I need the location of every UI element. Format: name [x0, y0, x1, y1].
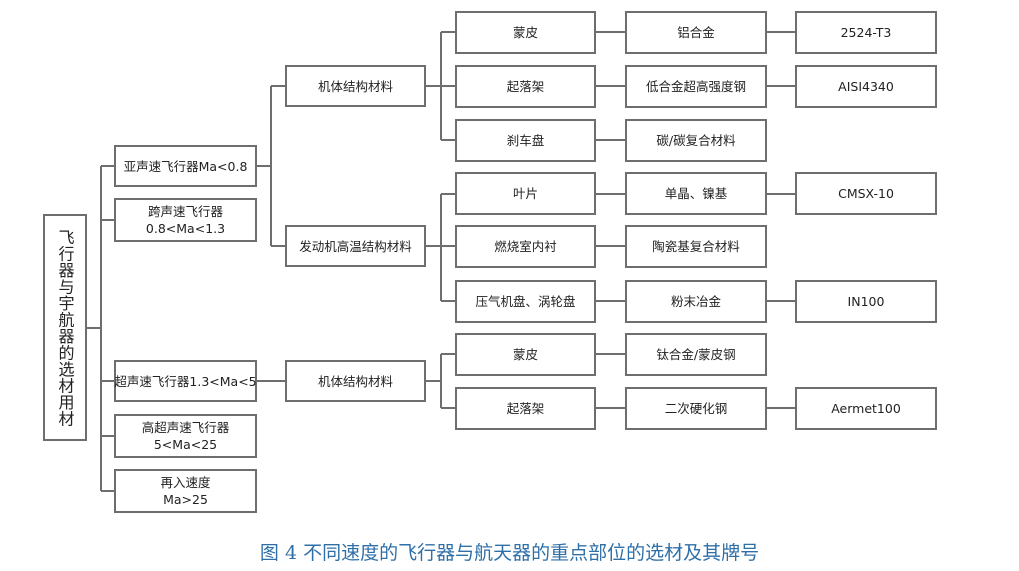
node-material-single-crystal-ni: 单晶、镍基	[625, 172, 767, 215]
node-reentry-line2: Ma>25	[163, 492, 208, 507]
node-grade-cmsx-10: CMSX-10	[795, 172, 937, 215]
node-part-compressor-turbine-disc: 压气机盘、涡轮盘	[455, 280, 596, 323]
node-part-brake-disc: 刹车盘	[455, 119, 596, 162]
connector-airframe-a-branches	[441, 31, 455, 141]
node-grade-2524-t3: 2524-T3	[795, 11, 937, 54]
node-material-cc-composite: 碳/碳复合材料	[625, 119, 767, 162]
connector-speed-branches	[101, 165, 114, 492]
node-hypersonic-line2: 5<Ma<25	[153, 437, 218, 452]
node-material-powder-metallurgy: 粉末冶金	[625, 280, 767, 323]
node-grade-in100: IN100	[795, 280, 937, 323]
node-material-ti-alloy: 钛合金/蒙皮钢	[625, 333, 767, 376]
connector-airframe-b-branches	[441, 353, 455, 409]
node-hypersonic: 高超声速飞行器 5<Ma<25	[114, 414, 257, 458]
node-supersonic: 超声速飞行器1.3<Ma<5	[114, 360, 257, 402]
node-material-secondary-hardening-steel: 二次硬化钢	[625, 387, 767, 430]
root-node: 飞行器与宇航器的选材用材	[43, 214, 87, 441]
node-engine-hot-structure: 发动机高温结构材料	[285, 225, 426, 267]
node-grade-aisi4340: AISI4340	[795, 65, 937, 108]
node-part-skin-b: 蒙皮	[455, 333, 596, 376]
connector-material-to-grade	[767, 31, 795, 409]
node-part-blade: 叶片	[455, 172, 596, 215]
node-material-hsla-steel: 低合金超高强度钢	[625, 65, 767, 108]
node-part-landing-gear-b: 起落架	[455, 387, 596, 430]
node-material-al-alloy: 铝合金	[625, 11, 767, 54]
node-transonic-line1: 跨声速飞行器	[147, 204, 223, 219]
connector-part-to-material	[596, 31, 625, 409]
node-hypersonic-line1: 高超声速飞行器	[141, 420, 230, 435]
node-transonic-line2: 0.8<Ma<1.3	[145, 221, 226, 236]
figure-caption: 图 4 不同速度的飞行器与航天器的重点部位的选材及其牌号	[259, 542, 760, 564]
node-reentry: 再入速度 Ma>25	[114, 469, 257, 513]
node-part-landing-gear-a: 起落架	[455, 65, 596, 108]
node-reentry-line1: 再入速度	[160, 475, 211, 490]
node-airframe-subsonic: 机体结构材料	[285, 65, 426, 107]
node-grade-aermet100: Aermet100	[795, 387, 937, 430]
node-part-skin-a: 蒙皮	[455, 11, 596, 54]
node-material-ceramic-composite: 陶瓷基复合材料	[625, 225, 767, 268]
connector-subsonic-branches	[271, 85, 285, 247]
node-subsonic: 亚声速飞行器Ma<0.8	[114, 145, 257, 187]
connector-engine-branches	[441, 193, 455, 302]
node-part-combustor-liner: 燃烧室内衬	[455, 225, 596, 268]
node-airframe-supersonic: 机体结构材料	[285, 360, 426, 402]
node-transonic: 跨声速飞行器 0.8<Ma<1.3	[114, 198, 257, 242]
